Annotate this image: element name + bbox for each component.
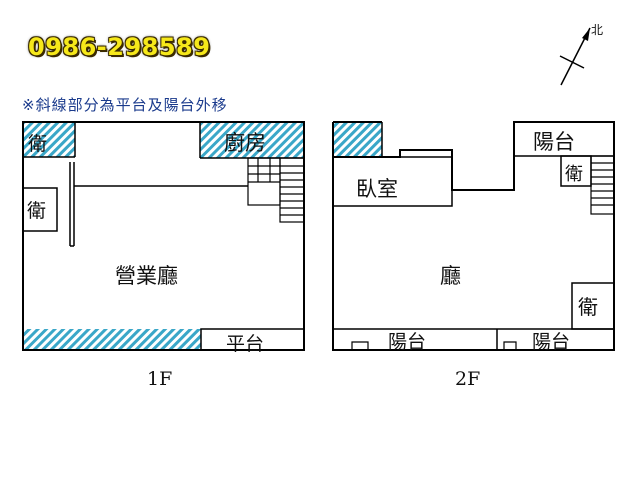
f2-caption: 2F [455, 368, 480, 390]
compass-icon: 北 [559, 23, 603, 86]
floor-1-plan: 衛 衛 廚房 營 [22, 121, 305, 390]
f2-bath-right-label: 衛 [578, 295, 598, 319]
f2-balcony-top-label: 陽台 [533, 130, 575, 154]
f2-bedroom-label: 臥室 [356, 177, 398, 201]
f1-hatch-kitchen [200, 122, 304, 158]
f1-platform-label: 平台 [226, 333, 264, 355]
f2-hatch-top-left [333, 122, 382, 157]
f2-hall-label: 廳 [440, 264, 461, 288]
f2-stairs [590, 155, 615, 215]
f1-hatch-top-left [23, 122, 75, 157]
floor-2-plan: 臥室 陽台 衛 廳 衛 陽台 陽台 2F [332, 121, 615, 390]
f1-kitchen-label: 廚房 [224, 131, 266, 155]
f1-caption: 1F [147, 368, 172, 390]
f1-bath-left-label: 衛 [27, 200, 46, 222]
f1-hatch-bottom [23, 329, 201, 350]
f2-balcony-bottom-right-label: 陽台 [532, 331, 570, 353]
hatch-note: ※斜線部分為平台及陽台外移 [22, 96, 228, 114]
f2-bath-top-label: 衛 [565, 164, 583, 185]
compass-north-label: 北 [591, 23, 603, 37]
f2-balcony-bottom-left-label: 陽台 [388, 331, 426, 353]
f1-stairs [247, 157, 305, 223]
phone-number: 0986-298589 [28, 33, 211, 61]
f1-bath-top-label: 衛 [28, 133, 47, 155]
f1-main-hall-label: 營業廳 [115, 264, 178, 288]
